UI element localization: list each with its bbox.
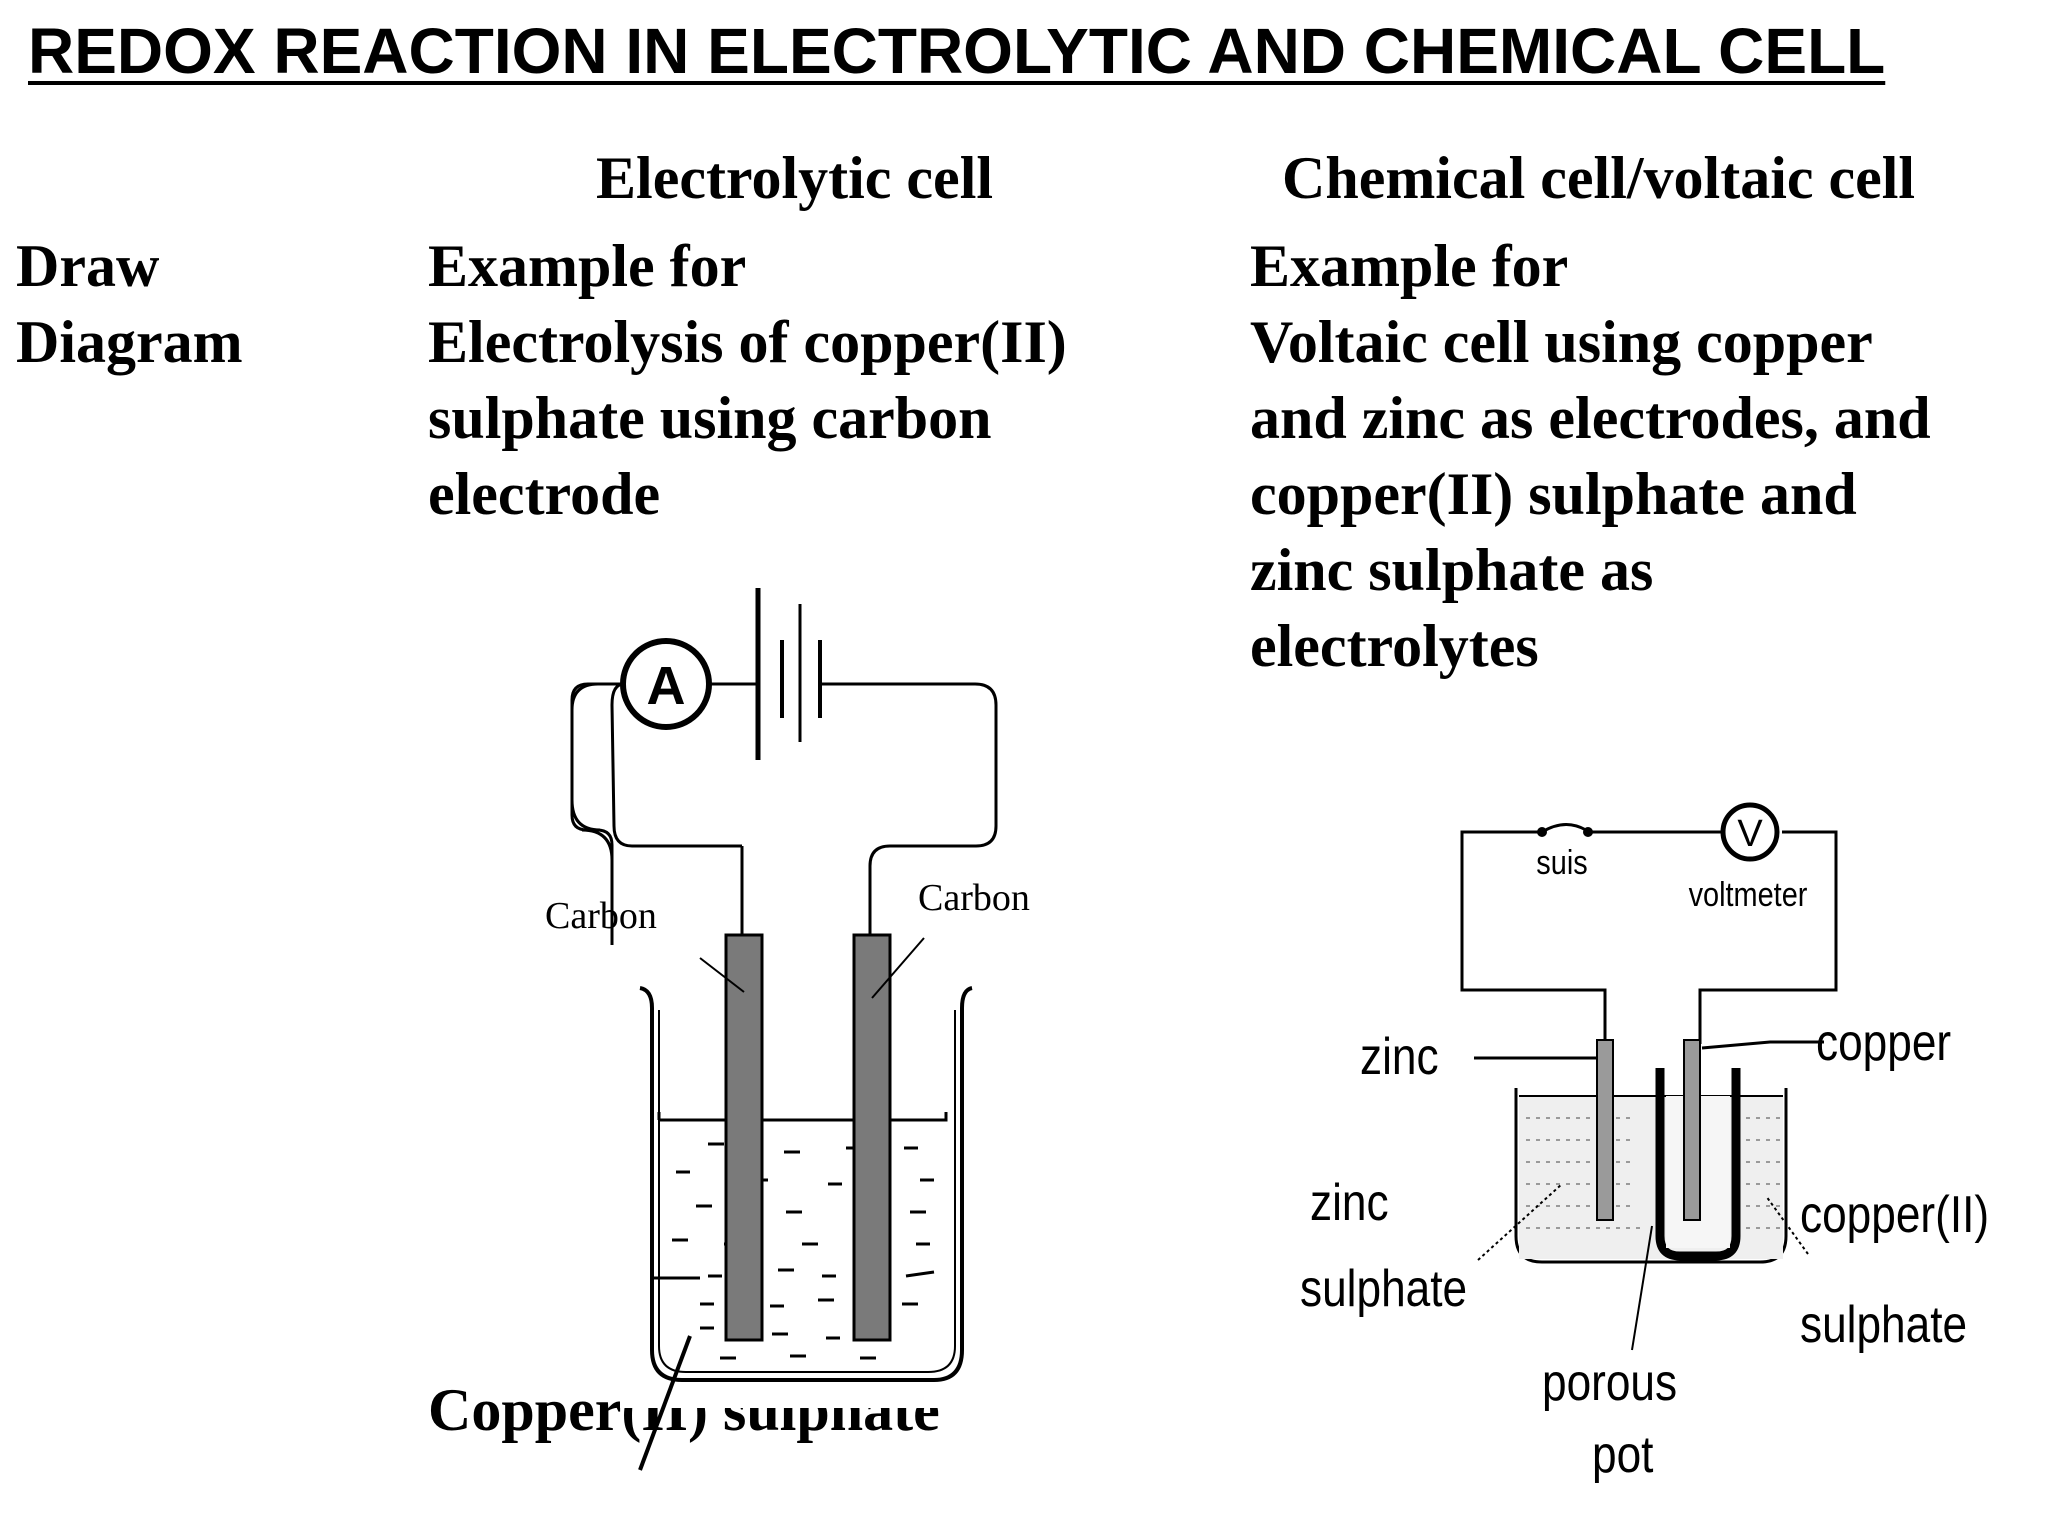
circuit-wire (1460, 830, 1607, 1044)
voltmeter-symbol: V (1737, 813, 1763, 855)
battery-icon (755, 588, 822, 760)
carbon-electrode-left (724, 933, 764, 1342)
label-leader (871, 937, 925, 999)
label-leader (1631, 1225, 1653, 1351)
beaker (1514, 1088, 1788, 1264)
copper-label: copper (1816, 1014, 1951, 1072)
zinc-label: zinc (1360, 1028, 1439, 1086)
column-header-electrolytic: Electrolytic cell (596, 145, 994, 211)
zinc-sulphate-label-line2: sulphate (1300, 1260, 1467, 1318)
porous-pot-label-line2: pot (1592, 1426, 1654, 1484)
column-header-chemical: Chemical cell/voltaic cell (1282, 145, 1916, 211)
label-mask (620, 1382, 1040, 1408)
page-title: REDOX REACTION IN ELECTROLYTIC AND CHEMI… (28, 15, 1886, 87)
beaker (639, 986, 973, 1382)
electrode-right-label: Carbon (918, 877, 1030, 919)
row-label: Draw Diagram (16, 228, 243, 380)
label-leader (638, 1335, 692, 1471)
description-line: copper(II) sulphate and (1250, 461, 1857, 527)
circuit-wire (570, 682, 622, 945)
circuit-wire (610, 682, 742, 848)
chemical-description: Example for Voltaic cell using copper an… (1250, 228, 1931, 684)
zinc-electrode (1596, 1039, 1614, 1221)
copper-electrode (1683, 1039, 1701, 1221)
circuit-wire (822, 682, 998, 935)
switch-icon (1537, 823, 1593, 837)
circuit-wire (1698, 830, 1838, 1044)
label-leader (699, 957, 745, 993)
row-label-line: Draw (16, 233, 160, 299)
electrolytic-description: Example for Electrolysis of copper(II) s… (428, 228, 1067, 532)
zinc-sulphate-label-line1: zinc (1310, 1174, 1389, 1232)
porous-pot-label-line1: porous (1542, 1354, 1677, 1412)
description-line: electrode (428, 461, 661, 527)
carbon-electrode-right (852, 933, 892, 1342)
electrolyte-dots (1526, 1117, 1780, 1229)
beaker-inner-wall (658, 1010, 956, 1373)
description-line: sulphate using carbon (428, 385, 992, 451)
electrode-left-label: Carbon (545, 895, 657, 937)
description-line: Example for (428, 233, 747, 299)
row-label-line: Diagram (16, 309, 243, 375)
ammeter-symbol: A (647, 656, 686, 716)
copper-sulphate-label-line1: copper(II) (1800, 1186, 1989, 1244)
copper-sulphate-label-line2: sulphate (1800, 1296, 1967, 1354)
description-line: Voltaic cell using copper (1250, 309, 1873, 375)
description-line: Example for (1250, 233, 1569, 299)
description-line: and zinc as electrodes, and (1250, 385, 1931, 451)
switch-label: suis (1536, 843, 1587, 882)
description-line: electrolytes (1250, 613, 1539, 679)
description-line: Electrolysis of copper(II) (428, 309, 1067, 375)
label-leader (1701, 1040, 1824, 1050)
circuit-wire (570, 682, 622, 945)
label-leader (1477, 1183, 1563, 1261)
porous-pot (1655, 1068, 1741, 1261)
voltmeter-label: voltmeter (1689, 875, 1808, 914)
description-line: zinc sulphate as (1250, 537, 1654, 603)
